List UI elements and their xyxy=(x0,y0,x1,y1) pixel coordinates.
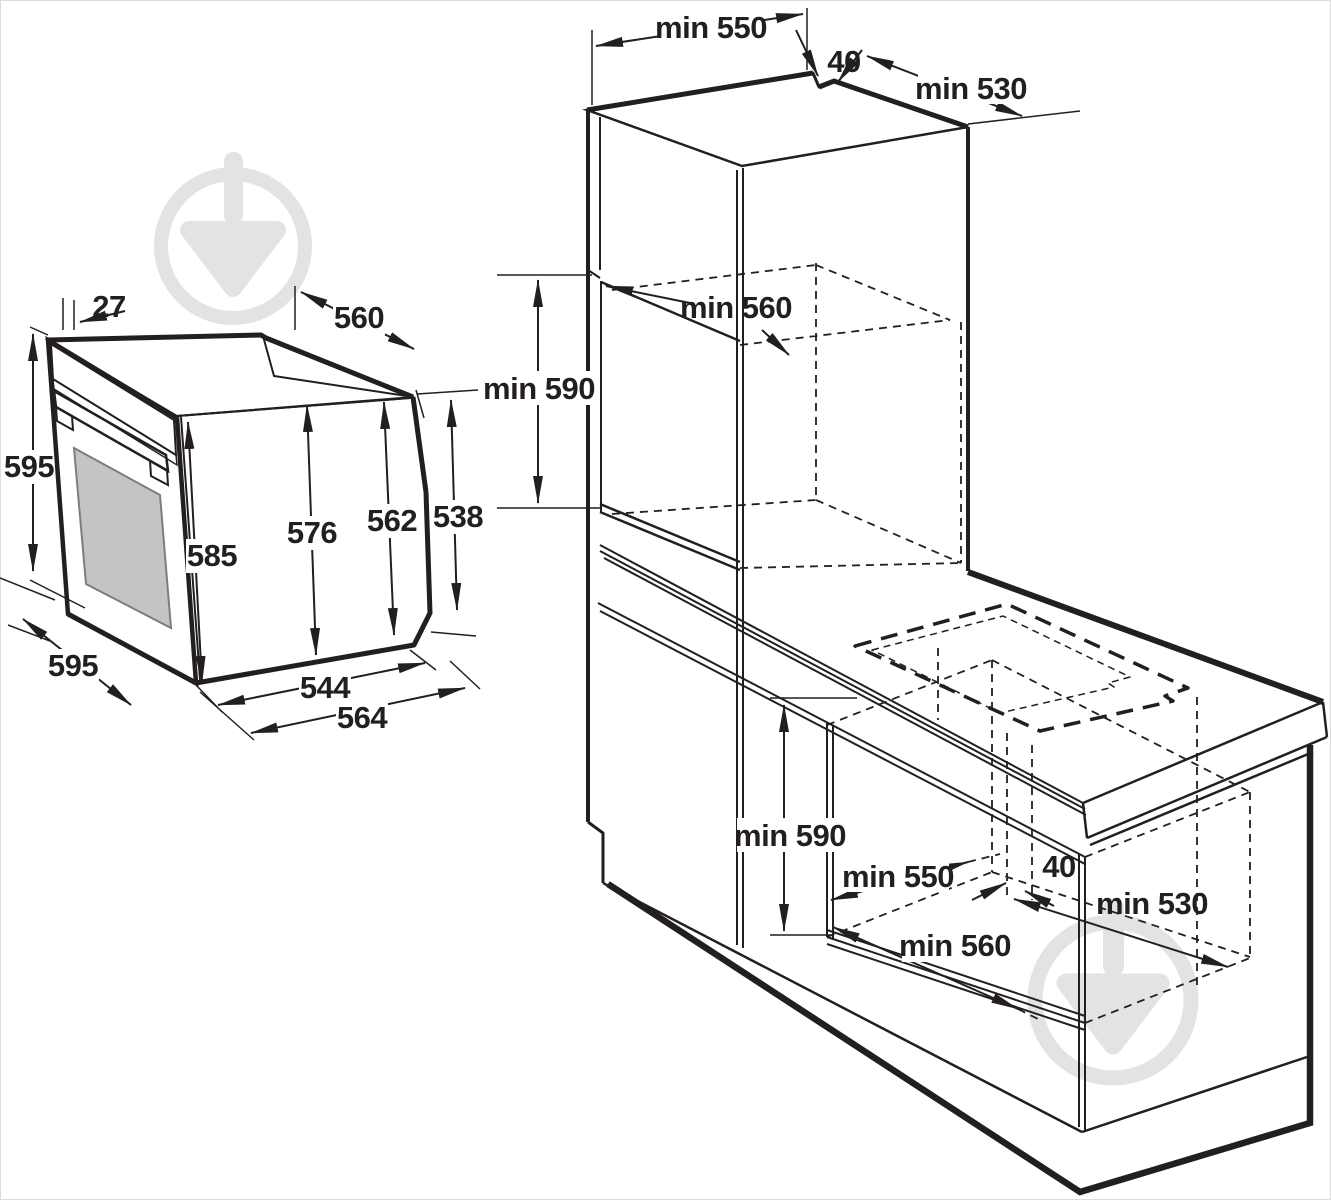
dim-label-lower-niche-width: min 550 xyxy=(842,859,954,894)
dim-label-lower-niche-depth: min 560 xyxy=(899,928,1011,963)
trowel-blade-icon xyxy=(180,221,286,297)
lower-niche-dashed-box xyxy=(826,648,1251,1024)
cabinet-isometric-view: min 550 40 min 530 min 560 min 590 min 5… xyxy=(483,8,1329,1196)
dim-label-door-thickness: 27 xyxy=(92,289,125,324)
dim-line-door-thickness xyxy=(79,310,126,323)
dim-label-front-panel-height: 585 xyxy=(187,538,237,573)
tall-unit-top-thick-edges xyxy=(586,70,969,130)
base-unit-floor-edge xyxy=(606,745,1314,1196)
upper-niche-opening xyxy=(599,280,741,572)
dim-label-top-niche-width: min 550 xyxy=(655,10,767,45)
trowel-blade-icon xyxy=(1056,973,1170,1055)
dim-label-body-height-rear: 562 xyxy=(367,503,417,538)
dim-line-upper-niche-depth-right xyxy=(761,329,790,356)
dim-label-overall-height: 595 xyxy=(4,449,54,484)
dim-label-upper-niche-height: min 590 xyxy=(483,371,595,406)
dim-label-bottom-overall-depth: 564 xyxy=(337,700,388,735)
dim-line-top-vent-gap-right xyxy=(837,49,863,83)
hob-cutout-inner-dashed xyxy=(871,615,1131,714)
oven-isometric-view: 27 560 595 585 576 562 538 595 544 564 xyxy=(0,286,484,741)
hob-cutout-dashed xyxy=(853,602,1190,733)
dim-label-body-height-front: 576 xyxy=(287,515,337,550)
oven-handle-standoff-left xyxy=(54,405,75,432)
dim-label-body-bottom-depth: 544 xyxy=(300,670,351,705)
dim-line-upper-niche-depth-left xyxy=(605,285,691,304)
dim-label-lower-niche-height: min 590 xyxy=(734,818,846,853)
dim-line-top-vent-gap-left xyxy=(795,29,819,77)
cabinet-label-backgrounds xyxy=(487,8,1022,962)
dim-label-overall-depth: 595 xyxy=(48,648,98,683)
base-unit-left-step xyxy=(587,820,605,883)
counter-underside-edge xyxy=(597,602,1086,865)
dim-line-lower-vent-gap-left xyxy=(971,882,1007,901)
oven-handle-standoff-right xyxy=(148,459,170,487)
counter-front-edge xyxy=(599,544,1087,816)
watermark-logo-bottom-right xyxy=(1027,898,1199,1086)
upper-niche-dashed-box xyxy=(611,263,962,569)
dim-label-top-vent-gap: 40 xyxy=(827,44,860,79)
dim-label-top-depth: 560 xyxy=(334,300,384,335)
dim-label-lower-unit-depth: min 530 xyxy=(1096,886,1208,921)
cabinet-extension-lines xyxy=(497,8,1081,936)
dim-label-rear-edge-height: 538 xyxy=(433,499,483,534)
trowel-handle-icon xyxy=(224,152,243,224)
watermark-logo-top-left xyxy=(154,152,312,325)
counter-back-edge xyxy=(966,569,1325,705)
tall-unit-outer-edges xyxy=(586,110,970,822)
dim-line-lower-unit-depth xyxy=(1013,898,1229,968)
dim-label-lower-vent-gap: 40 xyxy=(1042,849,1075,884)
counter-right-end xyxy=(1081,700,1329,840)
oven-door-window xyxy=(72,446,173,630)
dim-label-upper-niche-depth: min 560 xyxy=(680,290,792,325)
oven-label-backgrounds xyxy=(5,302,484,734)
oven-trim-strip xyxy=(52,377,178,467)
tall-unit-inner-edges xyxy=(587,117,744,948)
dim-line-lower-niche-depth xyxy=(832,926,1019,1010)
tall-unit-top-face xyxy=(582,71,969,168)
dim-label-top-unit-depth: min 530 xyxy=(915,71,1027,106)
